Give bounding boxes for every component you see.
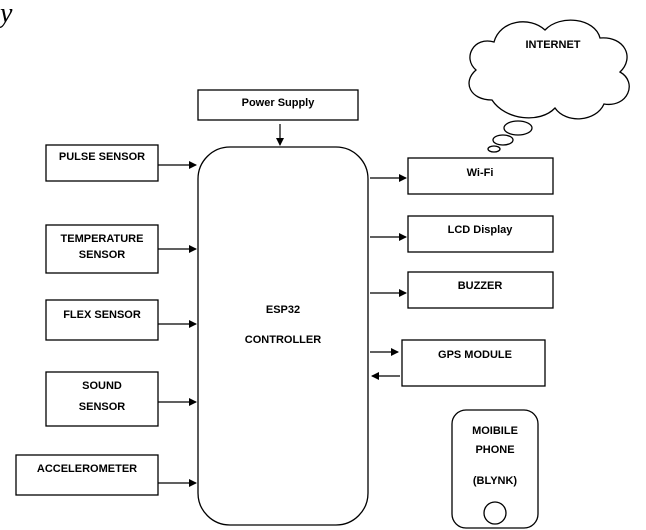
flex-sensor-block: FLEX SENSOR xyxy=(45,299,159,341)
flex-sensor-box xyxy=(45,299,159,341)
phone-label-2: PHONE xyxy=(475,444,514,456)
cloud-bubble-1 xyxy=(503,120,533,136)
gps-module-block: GPS MODULE xyxy=(401,339,546,387)
internet-label: INTERNET xyxy=(526,39,581,51)
buzzer-block: BUZZER xyxy=(407,271,554,309)
cloud-shape xyxy=(468,19,630,120)
gps-module-box xyxy=(401,339,546,387)
controller-label-2: CONTROLLER xyxy=(245,334,321,346)
phone-label-1: MOIBILE xyxy=(472,425,518,437)
controller-label-1: ESP32 xyxy=(266,304,300,316)
pulse-sensor-label: PULSE SENSOR xyxy=(59,151,145,163)
power-supply-block: Power Supply xyxy=(197,89,359,121)
cloud-bubble-2 xyxy=(492,134,514,146)
internet-cloud: INTERNET xyxy=(468,19,630,153)
phone-label-3: (BLYNK) xyxy=(473,475,518,487)
buzzer-box xyxy=(407,271,554,309)
sound-sensor-label-1: SOUND xyxy=(82,380,122,392)
accelerometer-box xyxy=(15,454,159,496)
wifi-block: Wi-Fi xyxy=(407,157,554,195)
lcd-display-label: LCD Display xyxy=(448,224,514,236)
phone-home-button xyxy=(483,501,507,525)
gps-module-label: GPS MODULE xyxy=(438,349,512,361)
accelerometer-block: ACCELEROMETER xyxy=(15,454,159,496)
accelerometer-label: ACCELEROMETER xyxy=(37,463,137,475)
temperature-sensor-label-1: TEMPERATURE xyxy=(61,233,144,245)
wifi-label: Wi-Fi xyxy=(467,167,494,179)
pulse-sensor-block: PULSE SENSOR xyxy=(45,144,159,182)
temperature-sensor-block: TEMPERATURE SENSOR xyxy=(45,224,159,274)
pulse-sensor-box xyxy=(45,144,159,182)
temperature-sensor-box xyxy=(45,224,159,274)
flex-sensor-label: FLEX SENSOR xyxy=(63,309,141,321)
sound-sensor-block: SOUND SENSOR xyxy=(45,371,159,427)
power-supply-label: Power Supply xyxy=(242,97,316,109)
wifi-box xyxy=(407,157,554,195)
mobile-phone-block: MOIBILE PHONE (BLYNK) xyxy=(451,409,539,529)
buzzer-label: BUZZER xyxy=(458,280,503,292)
lcd-display-box xyxy=(407,215,554,253)
sound-sensor-label-2: SENSOR xyxy=(79,401,126,413)
page-header-fragment: y xyxy=(0,0,13,29)
esp32-controller-block: ESP32 CONTROLLER xyxy=(197,146,369,526)
cloud-bubble-3 xyxy=(487,145,501,153)
phone-body xyxy=(451,409,539,529)
power-supply-box xyxy=(197,89,359,121)
controller-box xyxy=(197,146,369,526)
temperature-sensor-label-2: SENSOR xyxy=(79,249,126,261)
lcd-display-block: LCD Display xyxy=(407,215,554,253)
sound-sensor-box xyxy=(45,371,159,427)
